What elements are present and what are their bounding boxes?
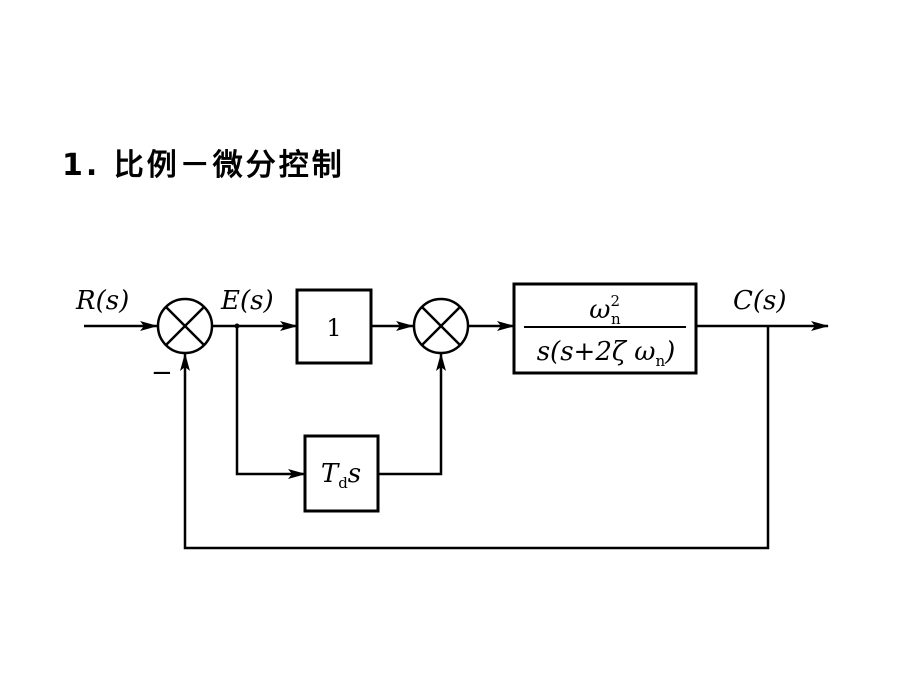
derivative-branch xyxy=(235,326,306,479)
page-title: 1. 比例－微分控制 xyxy=(62,148,345,183)
branch-point xyxy=(234,323,240,329)
proportional-gain: 1 xyxy=(326,314,341,342)
summing-junction-2 xyxy=(412,297,470,355)
feedback-minus-sign: − xyxy=(151,358,173,388)
input-signal-label: R(s) xyxy=(75,286,129,316)
derivative-out-arrow xyxy=(378,353,446,476)
derivative-term: Tds xyxy=(321,459,361,492)
plant-denominator: s(s+2ζ ωn) xyxy=(537,337,676,370)
error-signal-label: E(s) xyxy=(220,286,274,316)
output-signal-label: C(s) xyxy=(733,286,787,316)
feedback-path xyxy=(180,326,770,550)
summing-junction-1 xyxy=(156,297,214,355)
proportional-block: 1 xyxy=(295,288,373,365)
derivative-block: Tds xyxy=(303,434,380,513)
